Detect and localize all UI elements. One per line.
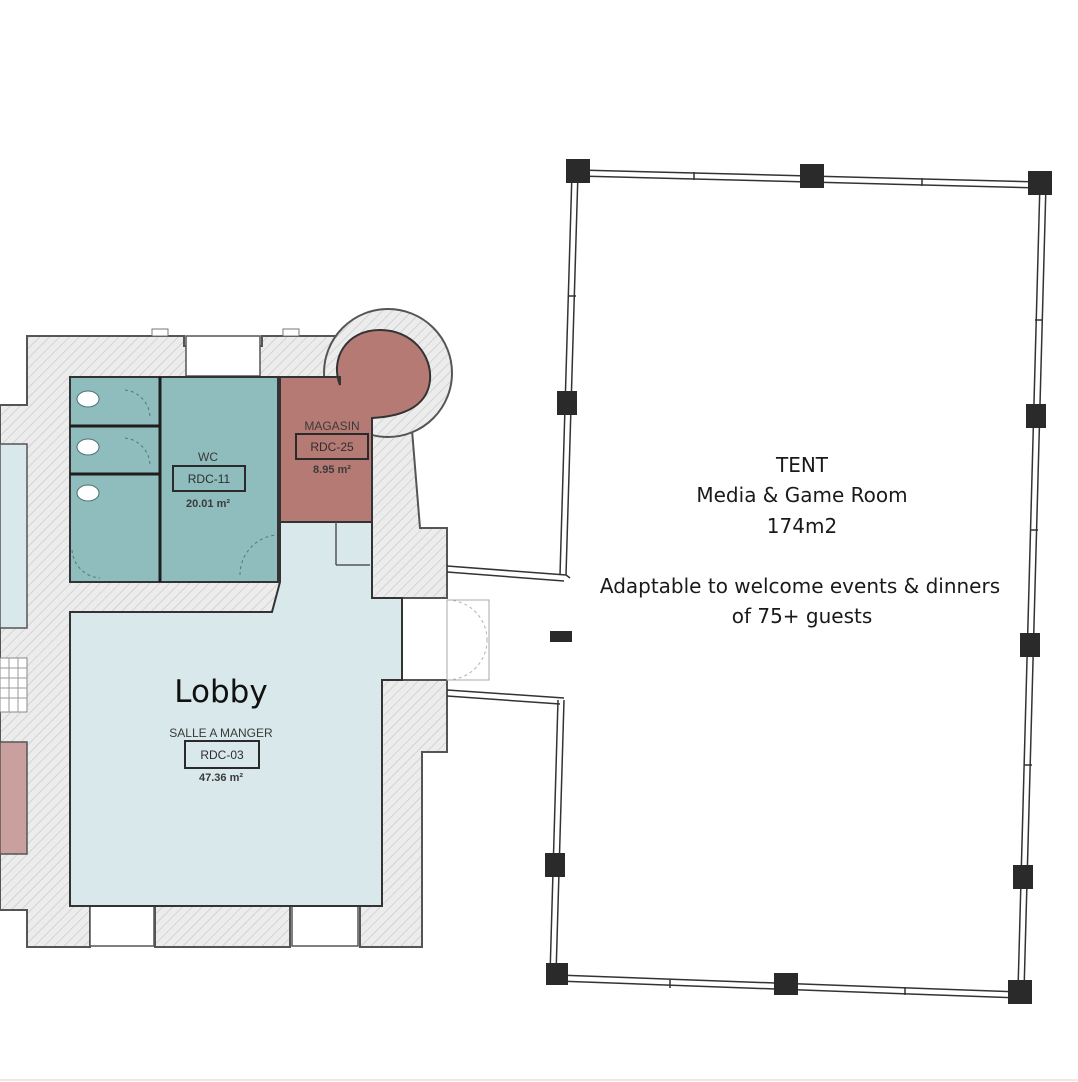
tent-post (1028, 171, 1052, 195)
magasin-name: MAGASIN (304, 419, 359, 433)
tent-note-line1: Adaptable to welcome events & dinners (600, 574, 1000, 598)
tent-post (557, 391, 577, 415)
door-swings-wc (71, 389, 277, 579)
tent-posts (545, 159, 1052, 1004)
toilet-icon (76, 390, 100, 408)
tent-post (1008, 980, 1032, 1004)
magasin-label-group: MAGASIN RDC-25 8.95 m² (295, 419, 369, 476)
lobby-stub-wall (335, 522, 370, 566)
window-top-1 (185, 335, 261, 377)
wc-area: 20.01 m² (186, 498, 230, 510)
toilet-icons (76, 390, 100, 502)
wc-partitions (70, 377, 162, 582)
window-bottom-2 (291, 905, 359, 947)
salle-area: 47.36 m² (199, 772, 243, 784)
wc-label-group: WC RDC-11 20.01 m² (172, 450, 246, 510)
tent-post (566, 159, 590, 183)
lobby-label: Lobby (174, 674, 267, 710)
tent-post (1020, 633, 1040, 657)
tent-panel-joints (568, 172, 1043, 995)
lobby-room (69, 521, 403, 907)
threshold-marker (550, 631, 572, 642)
magasin-room (279, 328, 432, 523)
tent-area: 174m2 (767, 514, 837, 538)
tent-post (1026, 404, 1046, 428)
tent-subtitle: Media & Game Room (696, 483, 907, 507)
magasin-code: RDC-25 (310, 440, 354, 454)
salle-code: RDC-03 (200, 748, 244, 762)
lobby-doors (446, 599, 490, 681)
tent-post (1013, 865, 1033, 889)
tent-post (545, 853, 565, 877)
window-bottom-1 (89, 905, 155, 947)
tent-note-line2: of 75+ guests (732, 604, 873, 628)
left-pink-room (0, 741, 28, 855)
salle-label-group: SALLE A MANGER RDC-03 47.36 m² (169, 726, 273, 784)
magasin-code-box (295, 433, 369, 460)
tent-post (800, 164, 824, 188)
wc-code: RDC-11 (188, 472, 231, 486)
window-top-small-1 (151, 328, 169, 337)
left-room (0, 443, 28, 629)
bottom-divider (0, 1079, 1078, 1081)
window-top-small-2 (282, 328, 300, 337)
toilet-icon (76, 484, 100, 502)
toilet-icon (76, 438, 100, 456)
tent-title: TENT (775, 453, 829, 477)
stairs (0, 657, 28, 713)
tent-post (546, 963, 568, 985)
salle-code-box (184, 740, 260, 769)
wc-code-box (172, 465, 246, 492)
stair-lines (0, 658, 27, 712)
tent-info: TENT Media & Game Room 174m2 Adaptable t… (600, 453, 1000, 628)
magasin-area: 8.95 m² (313, 464, 351, 476)
salle-name: SALLE A MANGER (169, 726, 273, 740)
tent-post (774, 973, 798, 995)
wc-name: WC (198, 450, 218, 464)
